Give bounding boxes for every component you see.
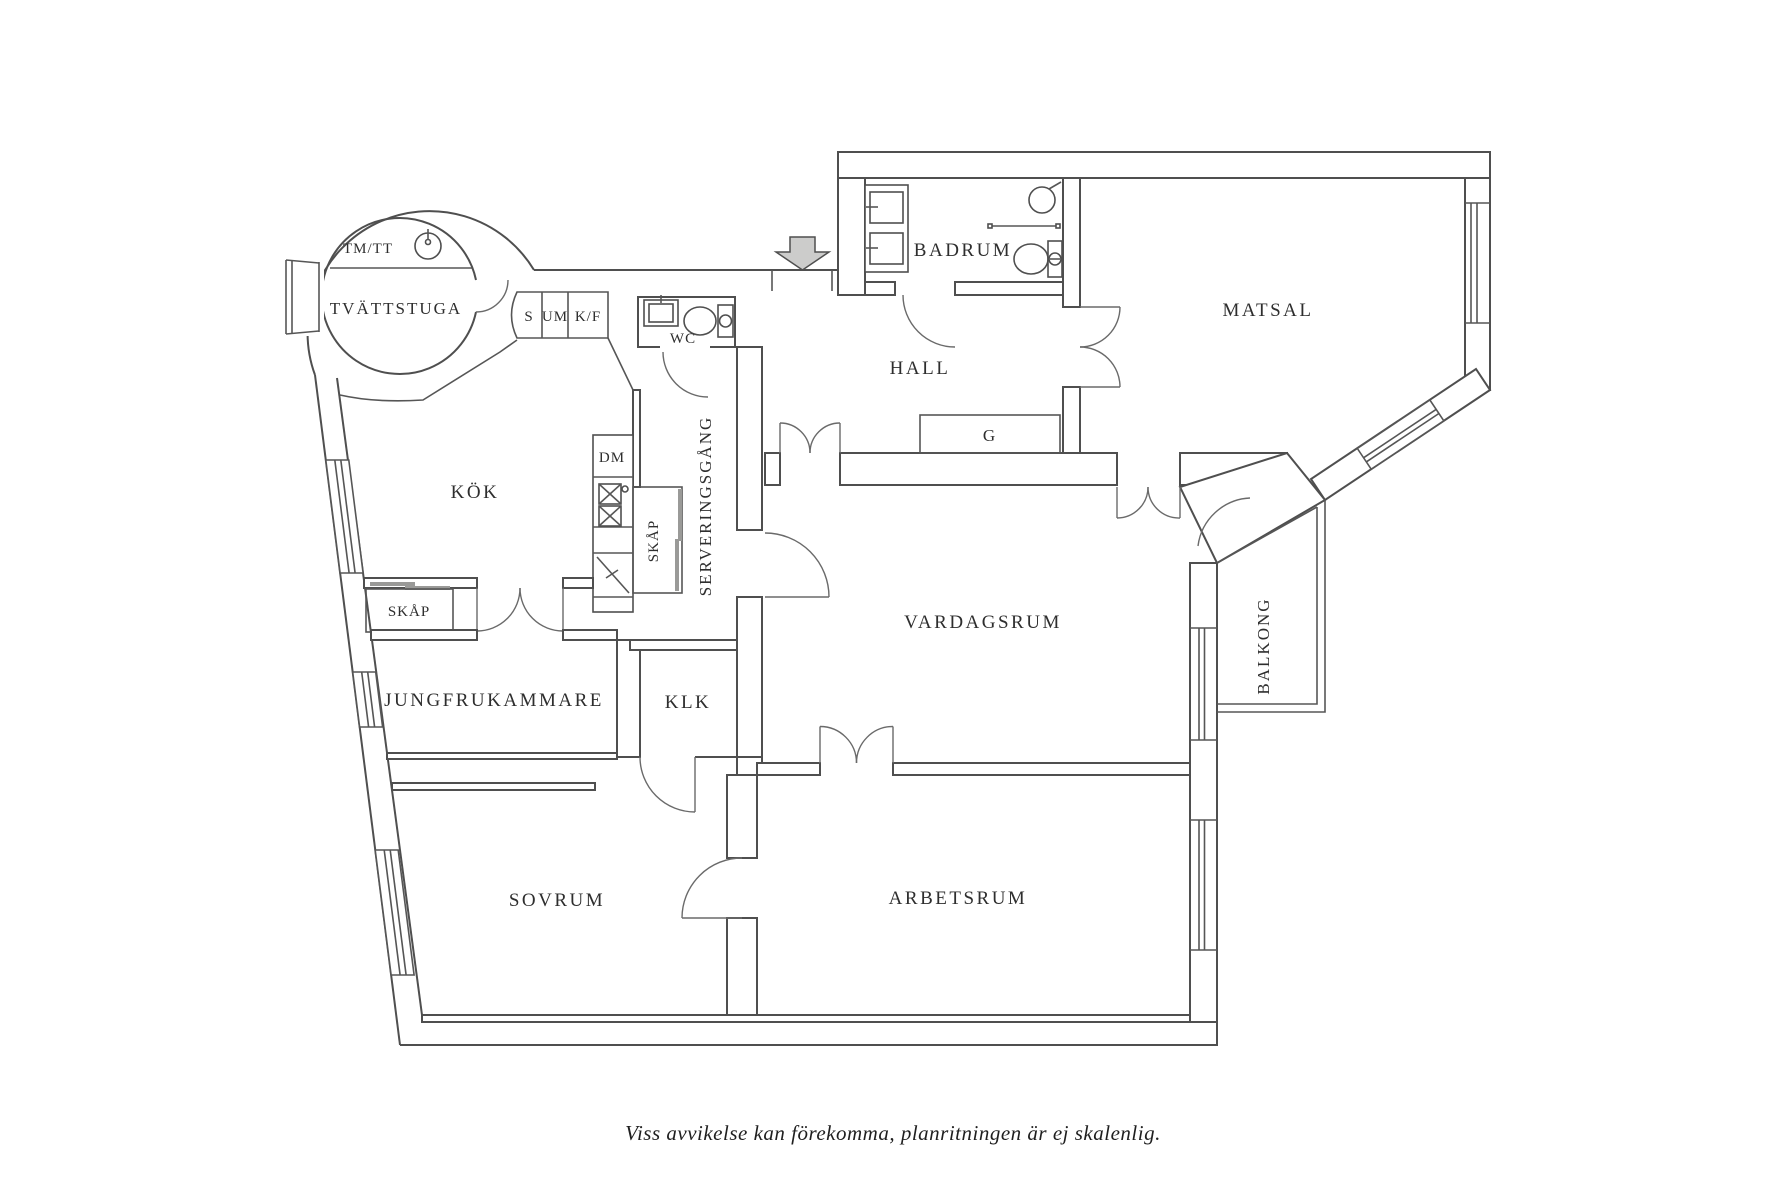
kitchen-walls bbox=[363, 337, 683, 633]
window-jungfrukammare bbox=[351, 671, 384, 728]
klk-walls bbox=[629, 639, 738, 813]
entry-direction-arrow bbox=[773, 236, 832, 271]
window-matsal-east bbox=[1465, 202, 1490, 324]
matsal-walls bbox=[1116, 202, 1490, 565]
closet-row bbox=[510, 291, 609, 339]
label-um: UM bbox=[542, 309, 568, 325]
label-tm-tt: TM/TT bbox=[343, 241, 393, 257]
label-skap-left: SKÅP bbox=[388, 604, 430, 620]
sovrum-arbetsrum-walls bbox=[391, 725, 1191, 1016]
window-vardagsrum-east bbox=[1190, 627, 1217, 741]
toilet-icon bbox=[1013, 240, 1063, 278]
window-sovrum bbox=[374, 849, 416, 976]
badrum-room bbox=[864, 177, 1121, 454]
label-s: S bbox=[524, 309, 533, 325]
label-dm: DM bbox=[599, 450, 625, 466]
toilet-icon bbox=[683, 304, 734, 338]
window-kok bbox=[324, 459, 365, 574]
kitchen-cabinets bbox=[592, 434, 634, 613]
label-matsal: MATSAL bbox=[1222, 300, 1313, 321]
label-vardagsrum: VARDAGSRUM bbox=[904, 612, 1062, 633]
label-tvattstuga: TVÄTTSTUGA bbox=[330, 299, 462, 318]
label-hall: HALL bbox=[890, 358, 951, 379]
label-badrum: BADRUM bbox=[914, 240, 1012, 261]
shower-icon bbox=[987, 181, 1062, 229]
sink-icon bbox=[643, 295, 679, 327]
label-skap-pantry: SKÅP bbox=[646, 520, 662, 562]
wc-room bbox=[637, 295, 736, 398]
stove-sink-icon bbox=[598, 483, 629, 527]
vardagsrum-west-wall bbox=[736, 346, 830, 776]
label-kok: KÖK bbox=[451, 482, 500, 503]
room-labels: TM/TT TVÄTTSTUGA S UM K/F WC BADRUM HALL… bbox=[330, 240, 1313, 911]
label-balkong: BALKONG bbox=[1254, 597, 1273, 694]
label-sovrum: SOVRUM bbox=[509, 890, 605, 911]
label-kf: K/F bbox=[575, 309, 601, 325]
label-jungfrukammare: JUNGFRUKAMMARE bbox=[384, 690, 604, 711]
washing-machine-icon bbox=[414, 229, 442, 260]
window-matsal-diagonal bbox=[1356, 398, 1445, 471]
label-klk: KLK bbox=[665, 692, 712, 713]
disclaimer-caption: Viss avvikelse kan förekomma, planritnin… bbox=[625, 1121, 1161, 1145]
window-arbetsrum-east bbox=[1190, 819, 1217, 951]
laundry-tower bbox=[282, 210, 535, 402]
label-g: G bbox=[983, 426, 997, 445]
label-wc: WC bbox=[670, 331, 696, 347]
window-tvattstuga bbox=[285, 259, 320, 335]
jungfrukammare-walls bbox=[370, 629, 641, 760]
balcony bbox=[1190, 500, 1326, 951]
label-arbetsrum: ARBETSRUM bbox=[889, 888, 1028, 909]
hall-walls bbox=[764, 414, 1118, 486]
exterior-walls bbox=[314, 151, 1492, 1046]
label-serveringsgang: SERVERINGSGÅNG bbox=[696, 416, 715, 597]
double-sink-icon bbox=[864, 184, 909, 273]
